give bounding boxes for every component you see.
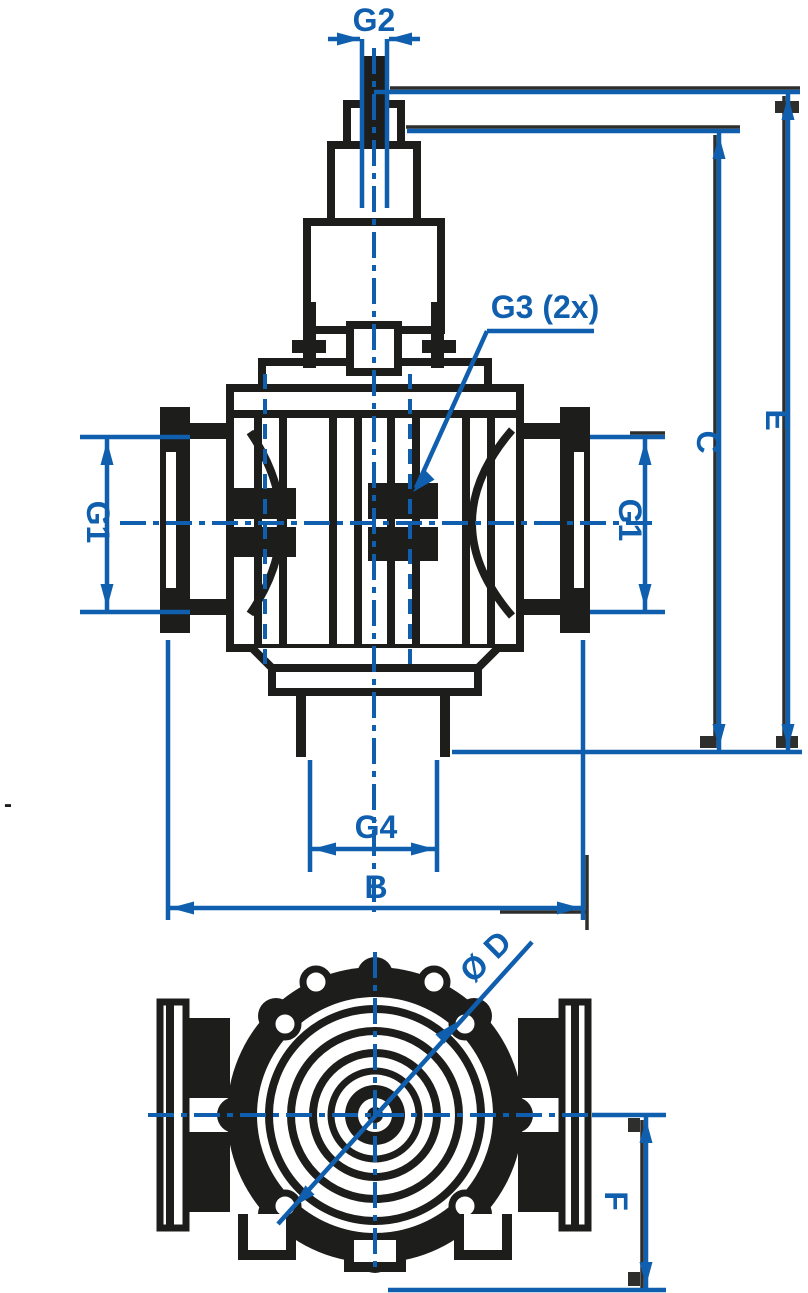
seat-center bbox=[368, 483, 438, 561]
bolt-hole bbox=[268, 1007, 302, 1041]
port-wall-right-bottom bbox=[516, 599, 562, 615]
port-pocket-right bbox=[468, 427, 516, 619]
dim-d bbox=[276, 940, 534, 1226]
dim-label-d: Ø D bbox=[453, 924, 519, 990]
stud-nut-right bbox=[422, 340, 456, 353]
dim-label-g2: G2 bbox=[353, 2, 396, 38]
bottom-port-wall-left bbox=[296, 690, 306, 757]
flange-right-slit bbox=[574, 452, 584, 588]
dim-f bbox=[388, 1112, 666, 1293]
dim-label-c: C bbox=[690, 430, 726, 453]
dim-label-b: B bbox=[364, 869, 387, 905]
bottom-view bbox=[148, 940, 666, 1293]
dim-label-e: E bbox=[759, 409, 795, 430]
leader-g3 bbox=[413, 328, 594, 492]
dim-g1-right bbox=[590, 434, 665, 615]
dim-label-g1-left: G1 bbox=[80, 501, 116, 544]
ghost-lines bbox=[390, 86, 800, 930]
dim-g4 bbox=[307, 760, 440, 872]
bolt-hole bbox=[299, 965, 333, 999]
bonnet-stud-right bbox=[431, 302, 444, 368]
bottom-port-wall-right bbox=[440, 690, 450, 757]
dim-g2 bbox=[328, 32, 420, 208]
dim-c bbox=[407, 128, 740, 752]
dim-label-g3: G3 (2x) bbox=[491, 289, 599, 325]
dim-label-g4: G4 bbox=[355, 809, 398, 845]
port-wall-left-bottom bbox=[188, 599, 234, 615]
stud-nut-left bbox=[292, 340, 326, 353]
dim-g1-left bbox=[80, 434, 190, 615]
margin-dash: - bbox=[4, 791, 12, 818]
dim-label-f: F bbox=[598, 1191, 634, 1211]
flange-left-slit bbox=[166, 452, 176, 588]
bonnet-stud-left bbox=[303, 302, 316, 368]
dim-e bbox=[374, 89, 800, 752]
bolt-hole bbox=[417, 965, 451, 999]
port-wall-right-top bbox=[516, 423, 562, 439]
dim-label-g1-right: G1 bbox=[612, 499, 648, 542]
front-section-view bbox=[80, 32, 802, 930]
bolt-hole bbox=[448, 1007, 482, 1041]
port-wall-left-top bbox=[188, 423, 234, 439]
dim-b bbox=[165, 640, 586, 920]
